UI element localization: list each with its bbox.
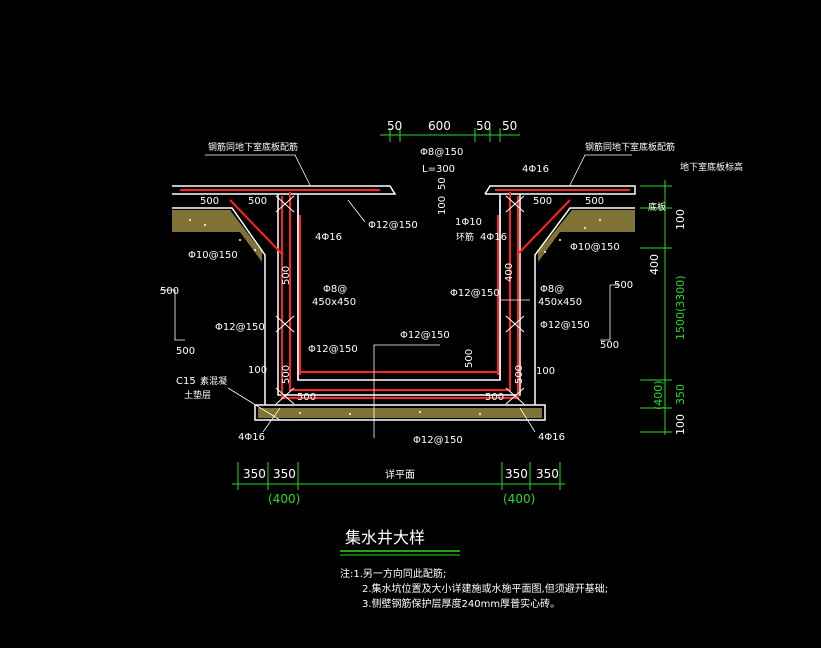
label-500-vl: 500: [281, 266, 292, 285]
label-phi16-br: 4Φ16: [538, 432, 565, 443]
note-right-level: 地下室底板标高: [680, 161, 743, 173]
label-100-r: 100: [536, 366, 555, 377]
label-500-left-side2: 500: [176, 346, 195, 357]
dim-bottom-right-sub: (400): [503, 492, 535, 506]
label-phi16-left: 4Φ16: [315, 232, 342, 243]
dim-right-3: 1500(3300): [674, 275, 687, 340]
label-phi8-150: Φ8@150: [420, 147, 463, 158]
dim-top-4: 50: [502, 119, 517, 133]
dim-bottom-a: 350: [243, 467, 266, 481]
label-500-bl: 500: [281, 365, 292, 384]
dim-right-1: 100: [674, 209, 687, 230]
label-l300: L=300: [422, 164, 455, 175]
leader-lines: [160, 154, 632, 438]
label-500-tl2: 500: [248, 196, 267, 207]
label-500-tl: 500: [200, 196, 219, 207]
dim-top-1: 50: [387, 119, 402, 133]
label-phi12-150-right: Φ12@150: [540, 320, 590, 331]
label-c15-c: 土垫层: [184, 389, 211, 401]
note-top-right: 钢筋同地下室底板配筋: [585, 141, 675, 153]
label-phi8-left-dim: 450x450: [312, 297, 356, 308]
dim-top-2: 600: [428, 119, 451, 133]
label-phi12-150-inner: Φ12@150: [400, 330, 450, 341]
label-phi16-top: 4Φ16: [522, 164, 549, 175]
label-500-c: 500: [464, 349, 475, 368]
dim-bottom-c: 详平面: [385, 468, 415, 481]
note-line-3: 3.侧壁钢筋保护层厚度240mm厚普实心砖。: [362, 597, 560, 610]
label-phi12-150-a: Φ12@150: [368, 220, 418, 231]
corner-crosses: [275, 195, 525, 405]
label-500-tr1: 500: [533, 196, 552, 207]
label-c15: C15: [176, 376, 196, 387]
dim-right-2: 400: [648, 254, 661, 275]
label-phi16-right: 4Φ16: [480, 232, 507, 243]
label-400-vr: 400: [504, 263, 515, 282]
label-dim-50: 50: [437, 177, 448, 190]
label-phi16-bl: 4Φ16: [238, 432, 265, 443]
right-dimension-lines: [640, 180, 672, 435]
label-500-right-side2: 500: [600, 340, 619, 351]
dim-right-4: 350: [674, 384, 687, 405]
label-500-right-side: 500: [614, 280, 633, 291]
drawing-title: 集水井大样: [345, 528, 425, 547]
bottom-dimension-lines: [232, 462, 565, 490]
label-phi12-150-left: Φ12@150: [215, 322, 265, 333]
label-phi10-150-right: Φ10@150: [570, 242, 620, 253]
note-top-left: 钢筋同地下室底板配筋: [208, 141, 298, 153]
dim-bottom-d: 350: [505, 467, 528, 481]
label-phi8-right-dim: 450x450: [538, 297, 582, 308]
label-500-bm2: 500: [485, 392, 504, 403]
label-500-tr2: 500: [585, 196, 604, 207]
note-line-1: 注:1.另一方向同此配筋;: [340, 567, 446, 580]
label-phi8-right: Φ8@: [540, 284, 564, 295]
label-phi10-150-left: Φ10@150: [188, 250, 238, 261]
label-500-left-side: 500: [160, 286, 179, 297]
gravel-dots: [189, 219, 601, 415]
label-500-bm: 500: [297, 392, 316, 403]
label-c15-b: 素混凝: [200, 375, 227, 387]
gravel-hatch: [172, 210, 635, 418]
rebar-lines: [180, 189, 630, 399]
dim-right-5: (400): [652, 380, 665, 410]
label-phi12-150-lower: Φ12@150: [413, 435, 463, 446]
label-100-l: 100: [248, 365, 267, 376]
dim-bottom-e: 350: [536, 467, 559, 481]
dim-bottom-b: 350: [273, 467, 296, 481]
label-dim-100: 100: [437, 196, 448, 215]
label-ring-note: 环筋: [456, 231, 474, 243]
label-phi12-150-bot: Φ12@150: [308, 344, 358, 355]
dim-top-3: 50: [476, 119, 491, 133]
top-dimension-lines: [380, 128, 520, 142]
concrete-outline: [172, 185, 636, 421]
label-phi12-150-mid: Φ12@150: [450, 288, 500, 299]
note-right-small: 底板: [648, 201, 666, 213]
note-line-2: 2.集水坑位置及大小详建施或水施平面图,但须避开基础;: [362, 582, 608, 595]
label-500-br: 500: [514, 365, 525, 384]
label-phi10-ring: 1Φ10: [455, 217, 482, 228]
dim-right-6: 100: [674, 414, 687, 435]
dim-bottom-left-sub: (400): [268, 492, 300, 506]
label-phi8-left: Φ8@: [323, 284, 347, 295]
